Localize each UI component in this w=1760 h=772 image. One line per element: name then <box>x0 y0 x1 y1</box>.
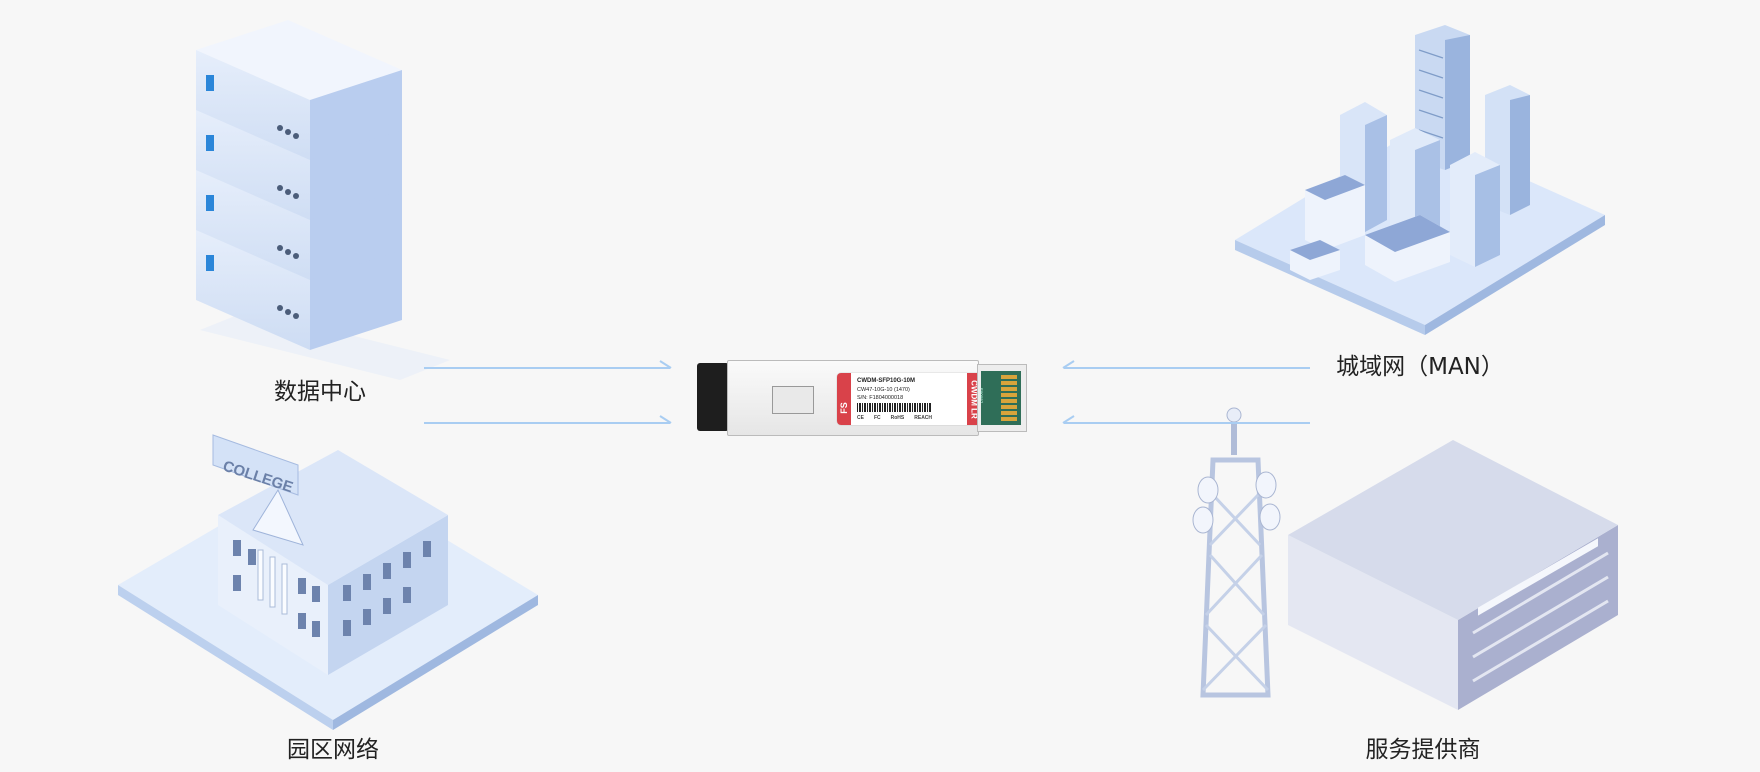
arrow-provider-to-module <box>1062 415 1310 424</box>
sfp-module: FS CWDM-SFP10G-10M CW47-10G-10 (1470) S/… <box>697 358 1027 436</box>
serial-text: S/N: F1804000018 <box>857 395 904 401</box>
part-text: CW47-10G-10 (1470) <box>857 387 910 393</box>
cert-rohs: RoHS <box>890 415 905 421</box>
module-pcb: E00987 <box>977 364 1027 432</box>
campus-label: 园区网络 <box>287 737 379 763</box>
telecom-tower-datacenter-icon <box>1192 407 1618 710</box>
brand-text: FS <box>838 402 849 414</box>
city-buildings-icon <box>1235 25 1605 335</box>
cert-row: CE FC RoHS REACH <box>857 415 932 421</box>
cert-reach: REACH <box>914 415 933 421</box>
gold-contacts <box>1001 375 1017 421</box>
arrow-datacenter-to-module <box>424 360 672 369</box>
cert-fc: FC <box>873 415 881 421</box>
data-center-label: 数据中心 <box>274 379 366 405</box>
pcb-code: E00987 <box>978 387 984 404</box>
man-label: 城域网（MAN） <box>1336 354 1504 380</box>
arrow-man-to-module <box>1062 360 1310 369</box>
arrow-campus-to-module <box>424 415 672 424</box>
cert-ce: CE <box>857 415 864 421</box>
provider-label: 服务提供商 <box>1365 737 1481 763</box>
barcode <box>857 403 931 412</box>
college-building-icon: COLLEGE <box>118 434 538 730</box>
module-latch <box>772 386 814 414</box>
server-stack-icon <box>196 20 450 380</box>
model-text: CWDM-SFP10G-10M <box>857 378 916 384</box>
module-bail <box>697 363 729 431</box>
product-label: FS CWDM-SFP10G-10M CW47-10G-10 (1470) S/… <box>837 373 981 425</box>
fs-brand-tab <box>837 373 851 425</box>
pcb-board: E00987 <box>978 371 1021 425</box>
